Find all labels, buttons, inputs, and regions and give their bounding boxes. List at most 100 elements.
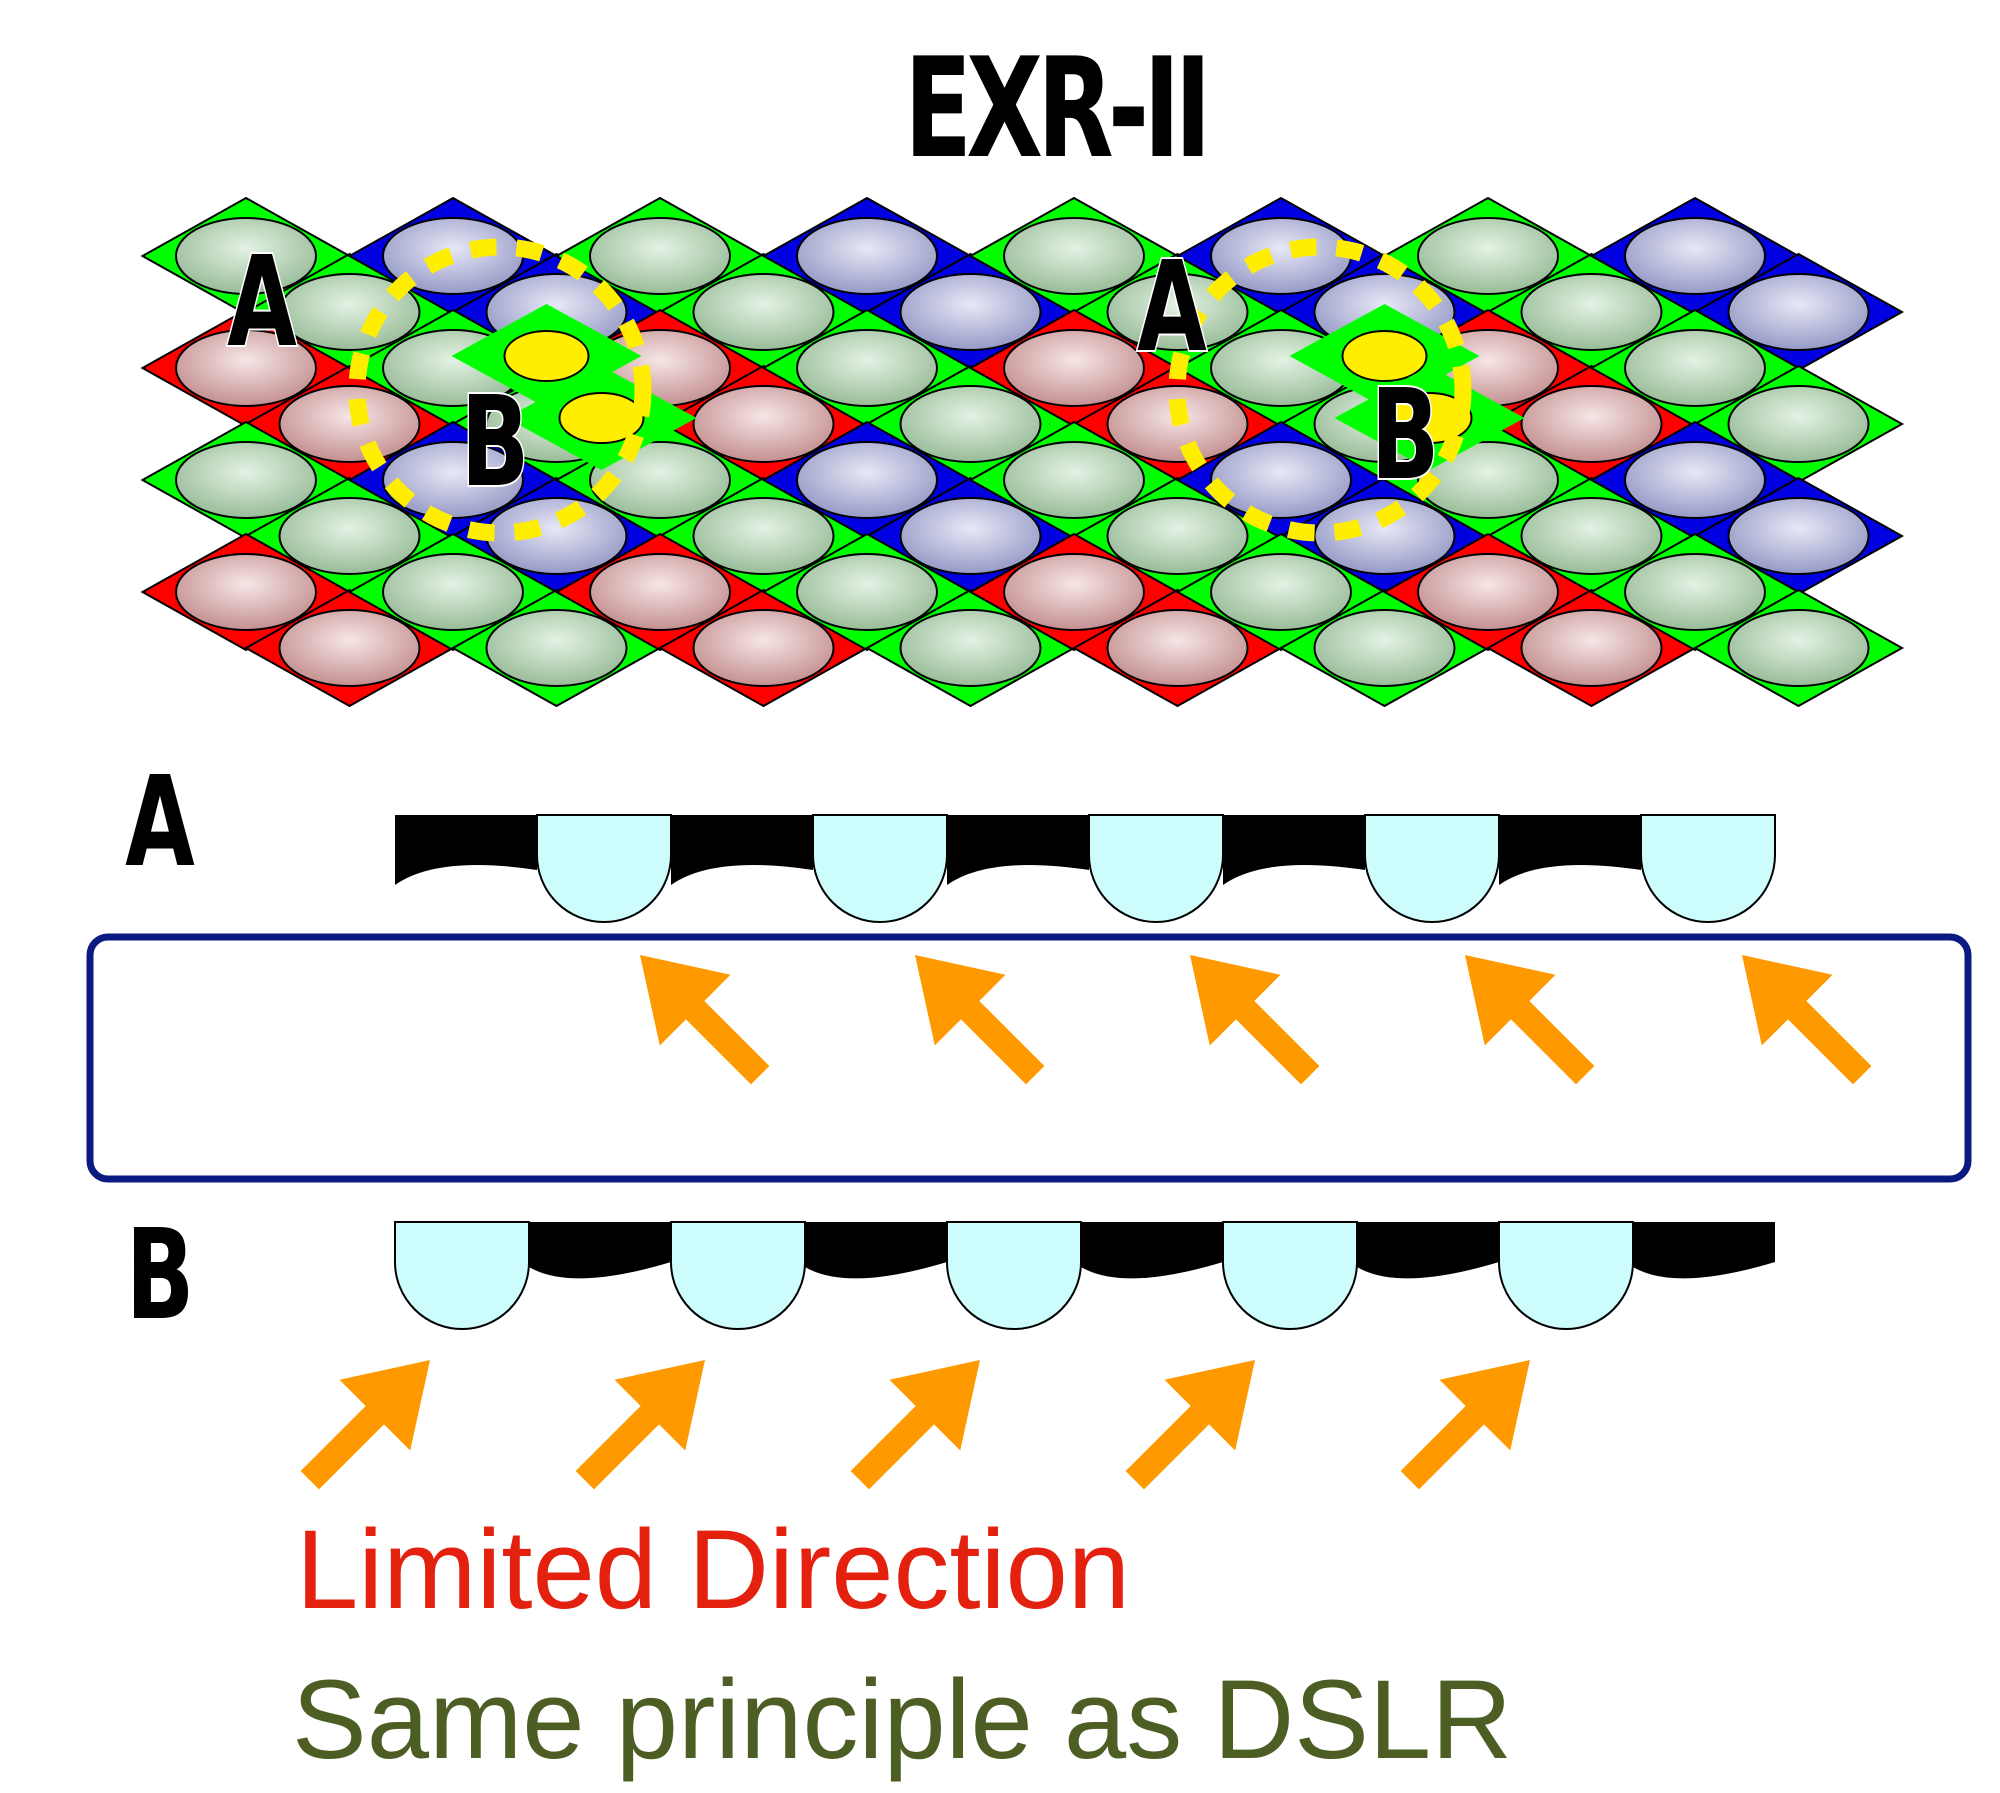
caption-same-principle: Same principle as DSLR xyxy=(292,1657,1513,1782)
green-photosite xyxy=(175,217,317,295)
blue-photosite xyxy=(382,441,524,519)
green-photosite xyxy=(1727,609,1870,687)
green-photosite xyxy=(692,273,835,351)
section-b: B xyxy=(126,1202,1775,1348)
mosaic-label-a-right: A xyxy=(1137,234,1207,380)
green-photosite xyxy=(1417,217,1559,295)
red-photosite xyxy=(1520,609,1663,687)
green-photosite xyxy=(1106,497,1249,575)
green-photosite xyxy=(1210,553,1352,631)
blue-photosite xyxy=(1727,273,1870,351)
green-photosite xyxy=(1624,553,1766,631)
light-arrow-up-left xyxy=(1742,955,1872,1085)
microlens xyxy=(394,1221,530,1330)
blue-photosite xyxy=(1313,497,1456,575)
blue-photosite xyxy=(1624,441,1766,519)
red-photosite xyxy=(1106,609,1249,687)
photodiode-shoulder xyxy=(671,815,813,885)
arrow-frame xyxy=(86,933,1972,1183)
pair-highlight-circle-right xyxy=(1168,238,1472,542)
highlighted-photosite xyxy=(1386,392,1473,444)
green-photosite xyxy=(1313,609,1456,687)
mosaic-label-a-left: A xyxy=(227,229,297,375)
photodiode-shoulder xyxy=(1357,1222,1499,1279)
red-photosite xyxy=(1520,385,1663,463)
photodiode-shoulder xyxy=(395,815,537,885)
green-photosite xyxy=(382,553,524,631)
caption-limited-direction: Limited Direction xyxy=(296,1507,1131,1632)
light-arrow-up-right xyxy=(575,1360,705,1490)
green-photosite xyxy=(796,329,938,407)
photodiode-shoulder xyxy=(805,1222,947,1279)
green-photosite xyxy=(278,273,421,351)
green-photosite xyxy=(1520,497,1663,575)
microlens xyxy=(812,814,948,923)
green-photosite xyxy=(899,609,1042,687)
blue-photosite xyxy=(1210,441,1352,519)
green-photosite xyxy=(1727,385,1870,463)
mosaic-label-b-right: B xyxy=(1371,362,1440,508)
section-a-microlens-row xyxy=(395,814,1776,923)
red-photosite xyxy=(278,385,421,463)
pair-highlight-circle-left xyxy=(348,238,652,542)
green-photosite xyxy=(899,385,1042,463)
section-b-label: B xyxy=(126,1202,195,1348)
microlens xyxy=(536,814,672,923)
microlens xyxy=(1364,814,1500,923)
green-photosite xyxy=(278,497,421,575)
diagram-title: EXR-II xyxy=(904,28,1211,189)
highlighted-photosites xyxy=(451,304,1525,470)
highlighted-photosite xyxy=(1341,330,1428,382)
section-a-label: A xyxy=(125,749,195,895)
green-photosite xyxy=(1003,441,1145,519)
section-b-microlens-row xyxy=(394,1221,1775,1330)
green-photosite xyxy=(589,441,731,519)
photodiode-shoulder xyxy=(1499,815,1641,885)
light-arrow-up-right xyxy=(850,1360,980,1490)
red-photosite xyxy=(692,609,835,687)
light-arrow-up-right xyxy=(1125,1360,1255,1490)
light-arrow-up-left xyxy=(1465,955,1595,1085)
red-photosite xyxy=(175,329,317,407)
highlighted-photosite xyxy=(558,392,645,444)
photodiode-shoulder xyxy=(947,815,1089,885)
photodiode-shoulder xyxy=(1081,1222,1223,1279)
red-photosite xyxy=(175,553,317,631)
light-arrow-up-left xyxy=(915,955,1045,1085)
microlens xyxy=(1222,1221,1358,1330)
photosite-ovals xyxy=(175,217,1870,687)
light-arrow-up-left xyxy=(640,955,770,1085)
highlighted-photosite xyxy=(503,330,590,382)
light-arrow-up-left xyxy=(1190,955,1320,1085)
light-arrow-up-right xyxy=(1400,1360,1530,1490)
blue-photosite xyxy=(899,497,1042,575)
mosaic-label-b-left: B xyxy=(461,369,530,515)
blue-photosite xyxy=(899,273,1042,351)
microlens xyxy=(946,1221,1082,1330)
green-photosite xyxy=(485,609,628,687)
photodiode-shoulder xyxy=(1223,815,1365,885)
microlens xyxy=(670,1221,806,1330)
green-photosite xyxy=(1520,273,1663,351)
red-photosite xyxy=(278,609,421,687)
incident-light-arrows-a xyxy=(640,955,1872,1085)
photodiode-shoulder xyxy=(529,1222,671,1279)
blue-photosite xyxy=(1624,217,1766,295)
incident-light-arrows-b xyxy=(300,1360,1530,1490)
green-photosite xyxy=(175,441,317,519)
red-photosite xyxy=(1417,553,1559,631)
sensor-mosaic: A B A B xyxy=(140,196,1905,708)
red-photosite xyxy=(1003,553,1145,631)
blue-photosite xyxy=(796,217,938,295)
microlens xyxy=(1640,814,1776,923)
microlens xyxy=(1088,814,1224,923)
green-photosite xyxy=(1003,217,1145,295)
red-photosite xyxy=(692,385,835,463)
photodiode-shoulder xyxy=(1633,1222,1775,1279)
red-photosite xyxy=(589,553,731,631)
green-photosite xyxy=(589,217,731,295)
section-a: A xyxy=(125,749,1776,923)
light-arrow-up-right xyxy=(300,1360,430,1490)
blue-photosite xyxy=(1727,497,1870,575)
